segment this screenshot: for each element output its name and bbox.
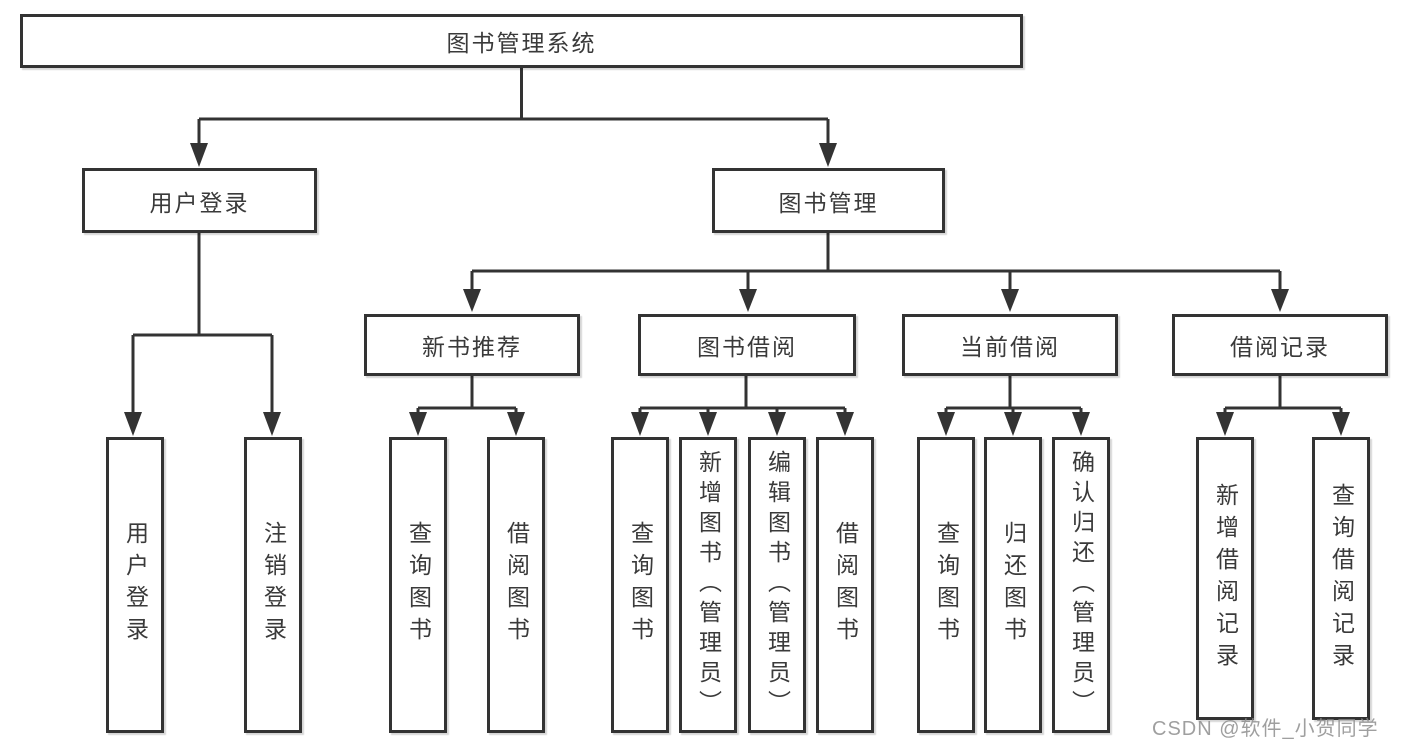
node-label: 查询图书 — [405, 521, 432, 649]
leaf-query-books-3: 查询图书 — [917, 437, 975, 733]
leaf-borrow-books-2: 借阅图书 — [816, 437, 874, 733]
watermark-text: CSDN @软件_小贺同学 — [1152, 718, 1379, 740]
node-borrowing-records: 借阅记录 — [1172, 314, 1388, 376]
node-label: 查询图书 — [627, 521, 654, 649]
node-label: 图书管理系统 — [446, 30, 597, 56]
leaf-query-borrow-record: 查询借阅记录 — [1312, 437, 1370, 720]
node-label: 图书借阅 — [697, 334, 797, 360]
node-user-login: 用户登录 — [82, 168, 317, 233]
node-label: 归还图书 — [1000, 521, 1027, 649]
node-book-management: 图书管理 — [712, 168, 945, 233]
node-label: 图书管理 — [778, 189, 879, 216]
node-label: 用户登录 — [149, 189, 250, 216]
leaf-return-books: 归还图书 — [984, 437, 1042, 733]
node-label: 注销登录 — [260, 521, 287, 649]
node-label: 新书推荐 — [422, 334, 522, 360]
node-label: 借阅图书 — [503, 521, 530, 649]
leaf-query-books-2: 查询图书 — [611, 437, 669, 733]
node-root: 图书管理系统 — [20, 14, 1023, 68]
leaf-logout: 注销登录 — [244, 437, 302, 733]
node-current-borrowing: 当前借阅 — [902, 314, 1118, 376]
leaf-edit-book-admin: 编辑图书（管理员） — [748, 437, 806, 733]
node-new-book-recommend: 新书推荐 — [364, 314, 580, 376]
node-label: 借阅记录 — [1230, 334, 1330, 360]
node-label: 新增借阅记录 — [1212, 482, 1239, 675]
leaf-borrow-books-1: 借阅图书 — [487, 437, 545, 733]
node-label: 确认归还（管理员） — [1068, 450, 1095, 720]
leaf-add-borrow-record: 新增借阅记录 — [1196, 437, 1254, 720]
leaf-query-books-1: 查询图书 — [389, 437, 447, 733]
leaf-add-book-admin: 新增图书（管理员） — [679, 437, 737, 733]
node-label: 查询借阅记录 — [1328, 482, 1355, 675]
node-label: 编辑图书（管理员） — [764, 450, 791, 720]
node-label: 新增图书（管理员） — [695, 450, 722, 720]
node-book-borrowing: 图书借阅 — [638, 314, 856, 376]
node-label: 查询图书 — [933, 521, 960, 649]
node-label: 借阅图书 — [832, 521, 859, 649]
leaf-user-login: 用户登录 — [106, 437, 164, 733]
leaf-confirm-return-admin: 确认归还（管理员） — [1052, 437, 1110, 733]
node-label: 当前借阅 — [960, 334, 1060, 360]
node-label: 用户登录 — [122, 521, 149, 649]
